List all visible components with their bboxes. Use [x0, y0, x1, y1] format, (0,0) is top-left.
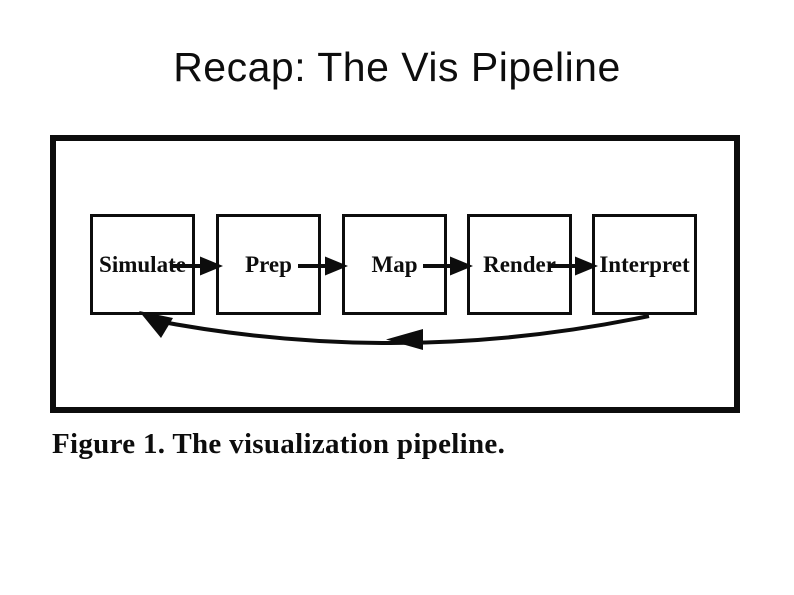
stage-label-render: Render: [483, 251, 556, 277]
stage-label-map: Map: [371, 251, 418, 277]
stage-box-simulate: Simulate: [90, 214, 195, 315]
stage-label-prep: Prep: [245, 251, 292, 277]
stage-box-render: Render: [467, 214, 572, 315]
slide-title: Recap: The Vis Pipeline: [173, 44, 621, 90]
stage-label-interpret: Interpret: [599, 251, 690, 277]
stage-box-prep: Prep: [216, 214, 321, 315]
figure-caption: Figure 1. The visualization pipeline.: [52, 428, 506, 460]
stage-box-interpret: Interpret: [592, 214, 697, 315]
stage-box-map: Map: [342, 214, 447, 315]
stage-label-simulate: Simulate: [99, 251, 186, 277]
